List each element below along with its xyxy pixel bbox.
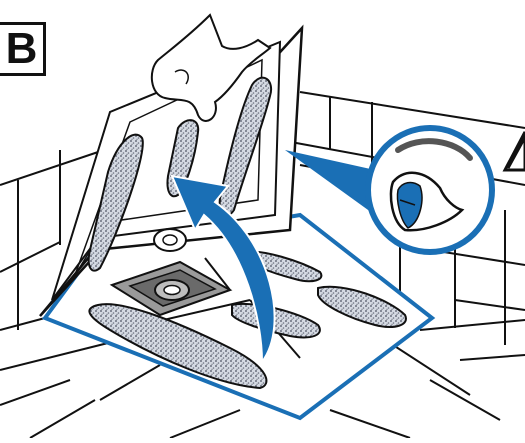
step-label: B <box>0 22 46 76</box>
warning-triangle-icon <box>505 132 525 170</box>
